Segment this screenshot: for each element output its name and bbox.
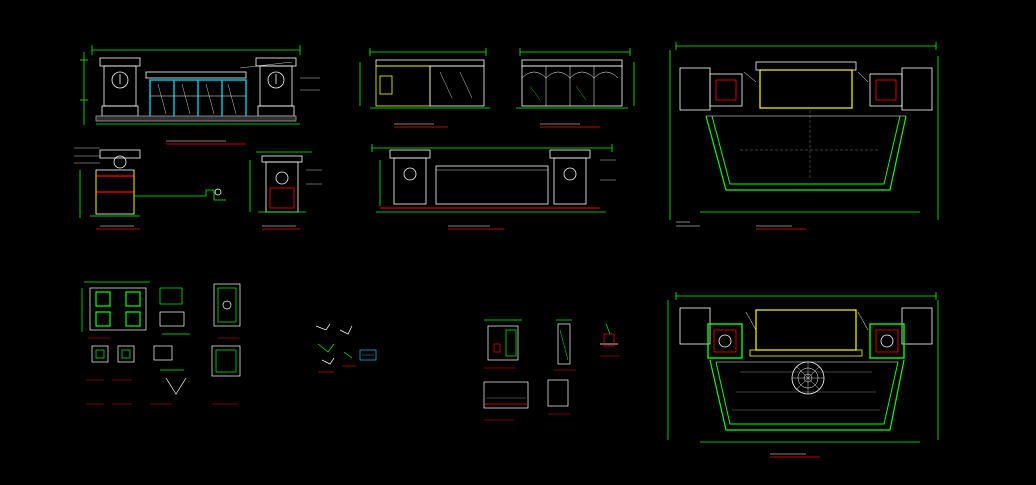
front-elevation-view [80, 45, 320, 145]
small-details-view [315, 323, 377, 373]
pillar-details-view [81, 281, 241, 405]
wall-details-view [483, 319, 620, 421]
gate-section-view [74, 147, 226, 230]
floor-plan-view [667, 292, 939, 458]
side-elevation-a-view [359, 48, 490, 128]
rear-elevation-view [371, 144, 616, 230]
side-elevation-b-view [516, 48, 635, 128]
roof-plan-view [669, 42, 939, 230]
pillar-section-view [249, 151, 322, 230]
